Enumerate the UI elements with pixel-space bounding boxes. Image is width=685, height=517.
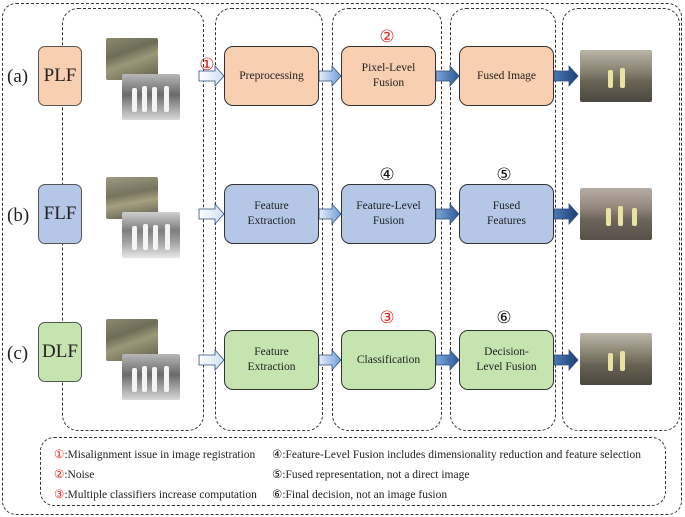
input-arrow-c	[198, 348, 225, 372]
fusion-arrow-b	[435, 202, 460, 226]
row-label-b: (b)	[7, 205, 30, 226]
fused-output-image-c	[580, 333, 652, 385]
tag-dlf: DLF	[38, 322, 82, 382]
legend-item-6: ⑥:Final decision, not an image fusion	[272, 488, 447, 502]
marker-4: ④	[379, 165, 395, 184]
classification-box: Classification	[341, 330, 436, 390]
legend-item-1: ①:Misalignment issue in image registrati…	[54, 448, 255, 462]
preprocessing-box: Preprocessing	[224, 46, 319, 106]
process-arrow-a	[318, 64, 342, 88]
legend-frame	[40, 437, 666, 506]
legend-text-5: :Fused representation, not a direct imag…	[282, 469, 470, 481]
legend-item-5: ⑤:Fused representation, not a direct ima…	[272, 468, 469, 482]
row-label-a: (a)	[7, 66, 29, 87]
legend-text-2: :Noise	[64, 469, 95, 481]
output-arrow-b	[553, 202, 579, 226]
legend-item-2: ②:Noise	[54, 468, 94, 482]
legend-text-6: :Final decision, not an image fusion	[282, 489, 448, 501]
marker-3: ③	[379, 308, 395, 327]
legend-num-2: ②	[54, 469, 65, 481]
legend-text-3: :Multiple classifiers increase computati…	[64, 489, 257, 501]
output-arrow-c	[553, 348, 579, 372]
legend-text-4: :Feature-Level Fusion includes dimension…	[282, 449, 641, 461]
fusion-arrow-a	[435, 64, 460, 88]
result-images-column	[562, 8, 680, 431]
decision-level-fusion-box: Decision- Level Fusion	[459, 330, 554, 390]
tag-plf: PLF	[38, 46, 82, 106]
legend-item-3: ③:Multiple classifiers increase computat…	[54, 488, 257, 502]
input-arrow-b	[198, 202, 225, 226]
fused-output-image-a	[580, 50, 652, 102]
pixel-level-fusion-box: Pixel-Level Fusion	[341, 46, 436, 106]
legend-text-1: :Misalignment issue in image registratio…	[64, 449, 256, 461]
legend-num-5: ⑤	[272, 469, 283, 481]
fused-features-box: Fused Features	[459, 184, 554, 244]
marker-2: ②	[379, 27, 395, 46]
fusion-arrow-c	[435, 348, 460, 372]
feature-extraction-box-b: Feature Extraction	[224, 184, 319, 244]
outer-frame	[2, 3, 682, 515]
infrared-image-c	[122, 354, 180, 400]
marker-1: ①	[199, 55, 215, 74]
input-arrow-a	[198, 64, 225, 88]
marker-5: ⑤	[496, 165, 512, 184]
legend-item-4: ④:Feature-Level Fusion includes dimensio…	[272, 448, 641, 462]
legend-num-1: ①	[54, 449, 65, 461]
feature-level-fusion-box: Feature-Level Fusion	[341, 184, 436, 244]
infrared-image-b	[122, 212, 180, 258]
row-label-c: (c)	[7, 343, 29, 364]
infrared-image-a	[122, 74, 180, 120]
output-arrow-a	[553, 64, 579, 88]
fused-output-image-b	[580, 188, 652, 240]
process-arrow-c	[318, 348, 342, 372]
feature-extraction-box-c: Feature Extraction	[224, 330, 319, 390]
marker-6: ⑥	[496, 308, 512, 327]
tag-flf: FLF	[38, 184, 82, 244]
process-arrow-b	[318, 202, 342, 226]
legend-num-3: ③	[54, 489, 65, 501]
legend-num-4: ④	[272, 449, 283, 461]
visible-image-a	[106, 38, 158, 80]
legend-num-6: ⑥	[272, 489, 283, 501]
fused-image-box: Fused Image	[459, 46, 554, 106]
